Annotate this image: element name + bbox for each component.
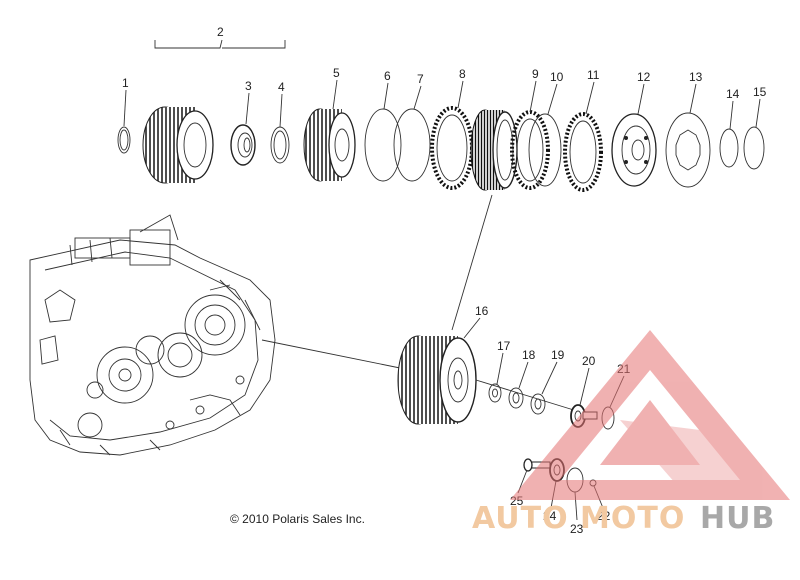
watermark-text-hub: HUB [700, 501, 775, 536]
label-part-22: 22 [597, 509, 611, 523]
part-6-ring [364, 108, 402, 182]
assembly-leader-line [451, 194, 493, 331]
part-3-bearing [230, 124, 256, 166]
label-part-10: 10 [550, 70, 564, 84]
part-19-nut [530, 393, 546, 415]
engine-crankcase-illustration [29, 214, 276, 456]
label-part-18: 18 [522, 348, 536, 362]
part-12-pressure-plate [611, 113, 657, 187]
part-9-plate [510, 110, 550, 190]
label-part-9: 9 [532, 67, 539, 81]
watermark-text: AUTO MOTO HUB [472, 501, 775, 536]
part-8-friction-plate [430, 106, 474, 190]
part-10-steel-plate [528, 113, 562, 187]
part-1-snap-ring [117, 126, 131, 154]
label-part-23: 23 [570, 522, 584, 536]
label-part-17: 17 [497, 339, 511, 353]
part-2-gear [142, 39, 286, 184]
label-part-4: 4 [278, 80, 285, 94]
label-part-6: 6 [384, 69, 391, 83]
shaft-axis-line [261, 339, 401, 369]
watermark-triangle-logo [510, 330, 790, 500]
label-part-5: 5 [333, 66, 340, 80]
part-14-ring [719, 128, 739, 168]
part-5-clutch-hub [303, 108, 356, 182]
copyright-notice: © 2010 Polaris Sales Inc. [230, 512, 365, 526]
part-11-friction-plate [563, 112, 603, 192]
watermark-text-moto: MOTO [580, 501, 685, 536]
part-18-washer [508, 387, 524, 409]
label-part-7: 7 [417, 72, 424, 86]
label-part-2: 2 [217, 25, 224, 39]
label-part-15: 15 [753, 85, 767, 99]
part-7-ring [393, 108, 431, 182]
label-part-14: 14 [726, 87, 740, 101]
label-part-13: 13 [689, 70, 703, 84]
label-part-1: 1 [122, 76, 129, 90]
part-13-spring-plate [665, 112, 711, 188]
automotohub-watermark [510, 330, 790, 500]
label-part-19: 19 [551, 348, 565, 362]
part-16-clutch-basket [397, 335, 477, 425]
label-part-8: 8 [459, 67, 466, 81]
plate-stack [470, 109, 518, 191]
label-part-11: 11 [587, 68, 600, 82]
label-part-24: 24 [543, 509, 557, 523]
part-17-washer [488, 383, 502, 403]
part-15-ring [743, 126, 765, 170]
part-4-ring [270, 126, 290, 164]
label-part-12: 12 [637, 70, 651, 84]
watermark-text-auto: AUTO [472, 501, 569, 536]
label-part-3: 3 [245, 79, 252, 93]
label-part-16: 16 [475, 304, 489, 318]
label-part-20: 20 [582, 354, 596, 368]
